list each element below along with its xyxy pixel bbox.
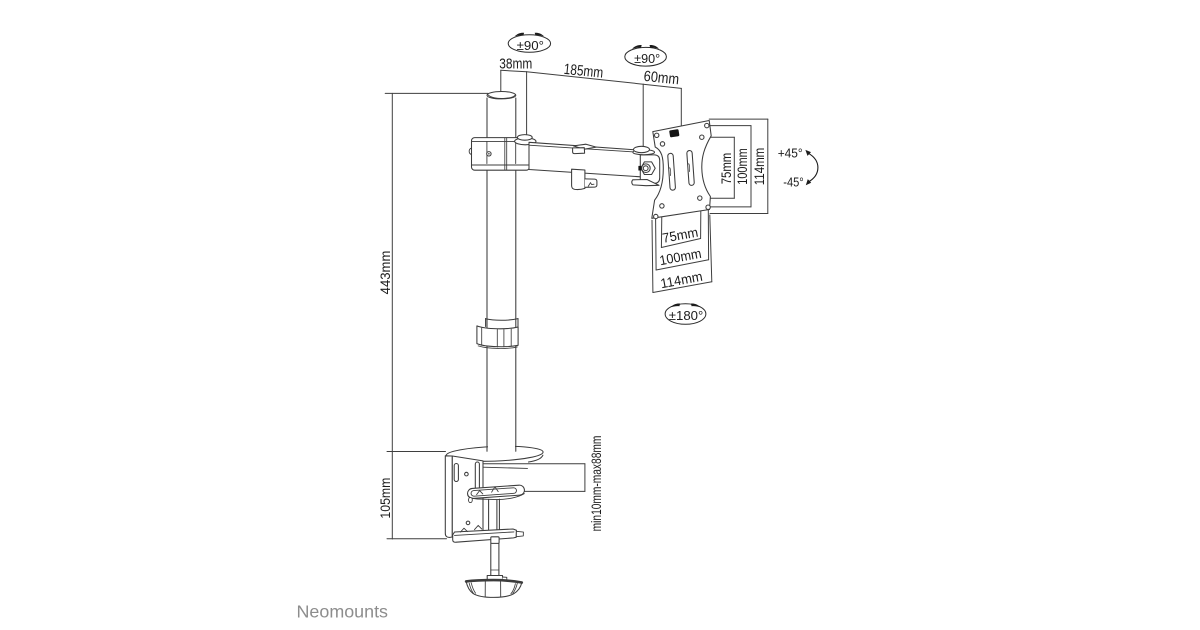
svg-text:114mm: 114mm	[752, 148, 767, 186]
svg-text:100mm: 100mm	[735, 148, 750, 185]
svg-text:±180°: ±180°	[669, 309, 704, 323]
svg-text:105mm: 105mm	[378, 478, 393, 519]
svg-text:185mm: 185mm	[563, 61, 604, 82]
svg-text:Neomounts: Neomounts	[297, 602, 389, 622]
svg-text:60mm: 60mm	[643, 68, 680, 89]
svg-text:±90°: ±90°	[517, 39, 544, 53]
svg-text:+45°: +45°	[778, 146, 803, 160]
svg-text:100mm: 100mm	[658, 246, 702, 268]
svg-text:±90°: ±90°	[634, 52, 660, 66]
svg-text:75mm: 75mm	[719, 153, 734, 185]
svg-text:min10mm-max88mm: min10mm-max88mm	[589, 436, 604, 532]
svg-text:114mm: 114mm	[659, 269, 703, 291]
svg-text:443mm: 443mm	[378, 251, 393, 295]
svg-text:-45°: -45°	[783, 176, 804, 190]
svg-text:38mm: 38mm	[499, 55, 532, 72]
svg-text:75mm: 75mm	[661, 225, 699, 246]
